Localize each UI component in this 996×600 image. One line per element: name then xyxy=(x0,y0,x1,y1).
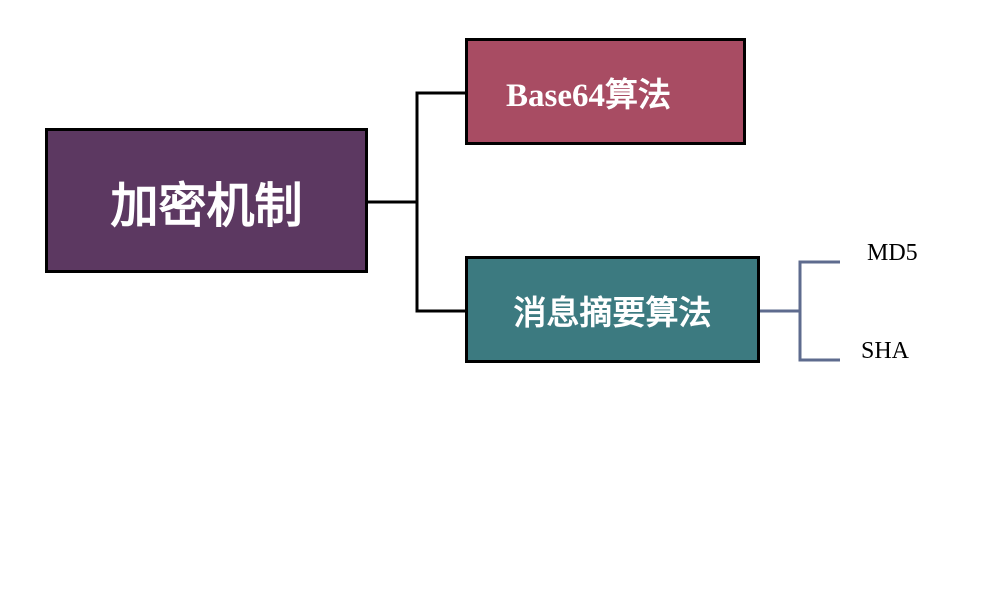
child-node-base64-label: Base64算法 xyxy=(506,77,671,114)
leaf-node-md5: MD5 xyxy=(867,240,918,266)
child-node-message-digest: 消息摘要算法 xyxy=(465,256,760,363)
root-node-label: 加密机制 xyxy=(110,177,303,234)
child-node-base64: Base64算法 xyxy=(465,38,746,145)
child-node-message-digest-label: 消息摘要算法 xyxy=(513,292,712,332)
leaf-node-sha: SHA xyxy=(861,338,910,364)
root-node-encryption: 加密机制 xyxy=(45,128,368,273)
